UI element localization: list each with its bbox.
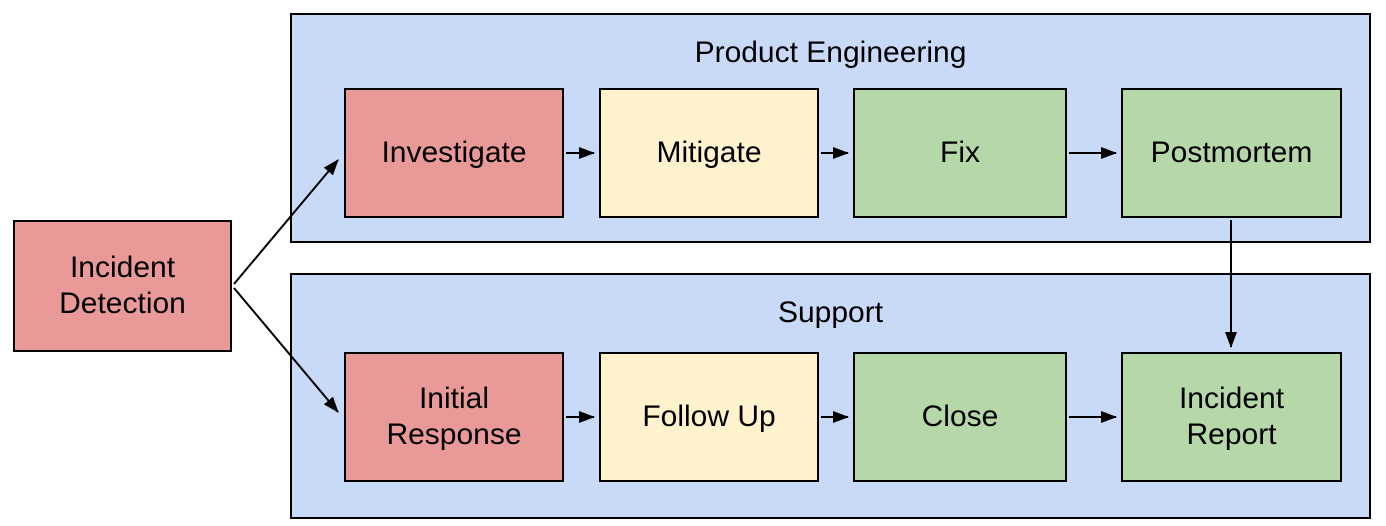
lane-title-product-engineering: Product Engineering	[694, 36, 967, 69]
node-incident-report: Incident Report	[1121, 352, 1342, 482]
node-postmortem: Postmortem	[1121, 88, 1342, 218]
node-initial-response: Initial Response	[344, 352, 564, 482]
node-investigate: Investigate	[344, 88, 564, 218]
node-close: Close	[853, 352, 1067, 482]
node-incident-detection: Incident Detection	[13, 220, 232, 352]
node-follow-up: Follow Up	[599, 352, 819, 482]
node-mitigate: Mitigate	[599, 88, 819, 218]
node-fix: Fix	[853, 88, 1067, 218]
lane-title-support: Support	[777, 296, 884, 329]
